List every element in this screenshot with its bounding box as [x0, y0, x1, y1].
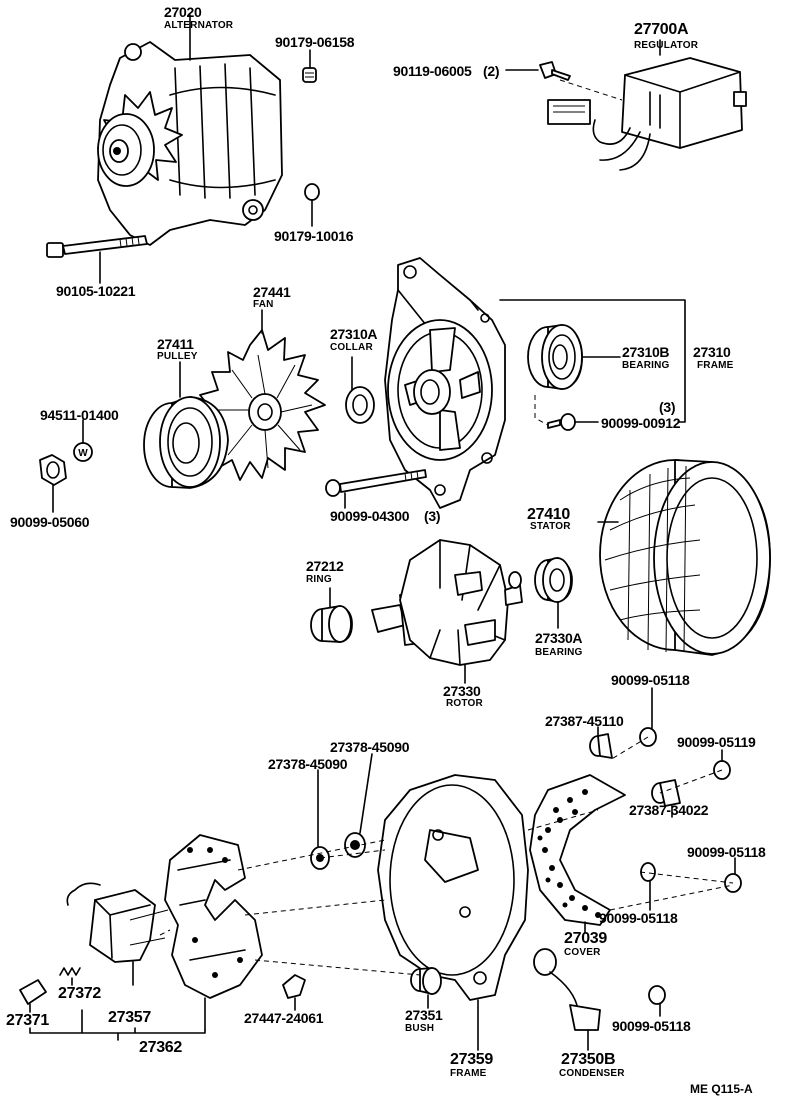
label-stator: STATOR	[530, 521, 571, 532]
label-27441: 27441	[253, 284, 291, 300]
label-27020: 27020	[164, 4, 202, 20]
label-90099-05118-a: 90099-05118	[611, 672, 690, 688]
stator-27410[interactable]	[597, 459, 771, 656]
rectifier-holder-27362[interactable]	[164, 834, 263, 1031]
label-27411: 27411	[157, 336, 194, 352]
label-rotor: ROTOR	[446, 698, 483, 709]
label-27372: 27372	[58, 985, 101, 1002]
frame-27359[interactable]	[377, 774, 529, 1051]
label-pulley: PULLEY	[157, 351, 198, 362]
nut-90179-10016[interactable]	[304, 183, 320, 227]
label-27387-34022: 27387-34022	[629, 802, 709, 818]
label-ring: RING	[306, 574, 332, 585]
pulley-27411[interactable]	[143, 361, 229, 489]
washer-94511-01400[interactable]: W	[73, 419, 93, 462]
diagram-code: ME Q115-A	[690, 1082, 753, 1096]
label-frame-27359: FRAME	[450, 1068, 487, 1079]
label-27362: 27362	[139, 1039, 182, 1056]
nut-90179-06158[interactable]	[302, 49, 317, 83]
condenser-27350B[interactable]	[533, 948, 601, 1051]
label-27039: 27039	[564, 930, 607, 947]
nut-90099-05060[interactable]	[39, 454, 67, 513]
label-27310B: 27310B	[622, 344, 670, 360]
washer-27378-45090-a[interactable]	[310, 769, 330, 870]
washer-mark: W	[78, 448, 88, 459]
brush-27371[interactable]	[19, 979, 47, 1013]
collar-27310A[interactable]	[345, 356, 375, 424]
label-27359: 27359	[450, 1051, 493, 1068]
label-90099-05118-c: 90099-05118	[599, 910, 678, 926]
label-bearing-b: BEARING	[622, 360, 670, 371]
assembly-dash-lines	[159, 736, 734, 976]
label-frame-27310: FRAME	[697, 360, 734, 371]
frame-27310-bracket	[499, 299, 686, 423]
rotor-27330[interactable]	[371, 539, 523, 684]
label-90119-06005: 90119-06005	[393, 63, 472, 79]
label-27310: 27310	[693, 344, 731, 360]
label-27350B: 27350B	[561, 1051, 616, 1068]
label-90099-05119: 90099-05119	[677, 734, 756, 750]
label-27378-45090-a: 27378-45090	[268, 756, 348, 772]
bearing-27310B[interactable]	[527, 324, 621, 390]
label-27330: 27330	[443, 683, 481, 699]
spring-27372[interactable]	[59, 967, 81, 986]
label-bearing-a: BEARING	[535, 647, 583, 658]
label-00912-qty: (3)	[659, 399, 676, 415]
ring-27212[interactable]	[310, 587, 353, 643]
terminal-27387-45110[interactable]	[589, 726, 613, 759]
screw-dash-line	[534, 395, 549, 426]
screw-90099-00912[interactable]	[547, 413, 599, 431]
label-94511-01400: 94511-01400	[40, 407, 119, 423]
label-27387-45110: 27387-45110	[545, 713, 624, 729]
label-27212: 27212	[306, 558, 344, 574]
alternator-pulley-icon	[97, 113, 155, 187]
label-regulator: REGULATOR	[634, 40, 699, 51]
label-90105-10221: 90105-10221	[56, 283, 136, 299]
brush-holder-27357[interactable]	[66, 882, 169, 986]
label-27378-45090-b: 27378-45090	[330, 739, 410, 755]
label-27357: 27357	[108, 1009, 151, 1026]
label-collar: COLLAR	[330, 342, 373, 353]
label-cover: COVER	[564, 947, 601, 958]
label-27700A: 27700A	[634, 21, 689, 38]
frame-27310[interactable]	[384, 257, 506, 509]
terminal-27387-34022[interactable]	[651, 779, 681, 818]
label-90179-06158: 90179-06158	[275, 34, 355, 50]
nut-90099-05119[interactable]	[713, 749, 731, 780]
bush-27351[interactable]	[410, 967, 442, 1009]
label-90099-05118-d: 90099-05118	[612, 1018, 691, 1034]
label-27447-24061: 27447-24061	[244, 1010, 324, 1026]
bolt-90099-04300[interactable]	[325, 469, 427, 509]
label-90099-04300: 90099-04300	[330, 508, 410, 524]
label-bush: BUSH	[405, 1023, 435, 1034]
label-alternator: ALTERNATOR	[164, 20, 234, 31]
screw-90119-06005[interactable]	[505, 61, 571, 81]
nut-90099-05118-d[interactable]	[648, 985, 666, 1017]
group-27362-bracket	[29, 1009, 206, 1041]
label-27371: 27371	[6, 1012, 49, 1029]
label-27310A: 27310A	[330, 326, 378, 342]
bolt-90105-10221[interactable]	[46, 235, 148, 284]
label-condenser: CONDENSER	[559, 1068, 625, 1079]
label-90179-10016: 90179-10016	[274, 228, 354, 244]
label-90099-00912: 90099-00912	[601, 415, 681, 431]
label-fan: FAN	[253, 299, 274, 310]
alternator-assembly[interactable]	[97, 14, 283, 246]
label-90099-05060: 90099-05060	[10, 514, 90, 530]
regulator-assembly[interactable]	[547, 39, 747, 171]
label-27351: 27351	[405, 1007, 443, 1023]
washer-27378-45090-b[interactable]	[344, 753, 373, 858]
nut-90099-05118-c[interactable]	[640, 862, 656, 911]
label-27410: 27410	[527, 506, 570, 523]
label-27330A: 27330A	[535, 630, 583, 646]
bearing-27330A[interactable]	[534, 557, 573, 629]
clip-27447-24061[interactable]	[282, 974, 306, 1011]
label-04300-qty: (3)	[424, 508, 441, 524]
cover-27039[interactable]	[529, 774, 626, 933]
label-90099-05118-b: 90099-05118	[687, 844, 766, 860]
nut-90099-05118-b[interactable]	[724, 857, 742, 893]
label-90119-06005-qty: (2)	[483, 63, 500, 79]
